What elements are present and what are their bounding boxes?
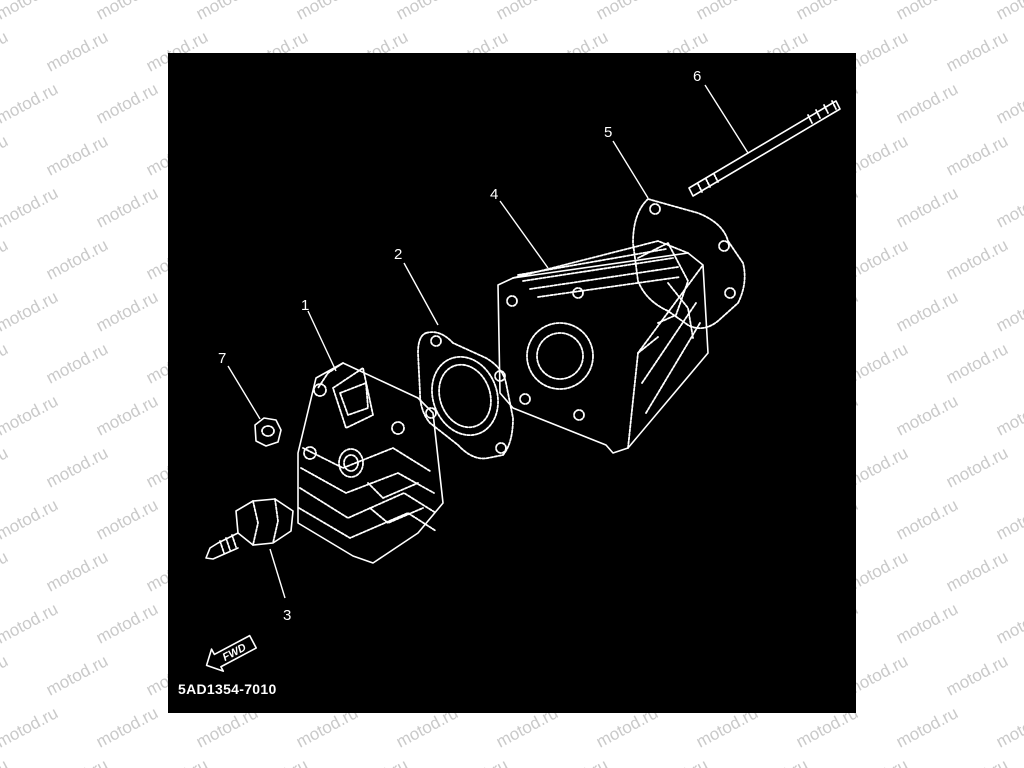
watermark-text: motod.ru <box>993 703 1024 751</box>
callout-6: 6 <box>693 68 701 85</box>
watermark-text: motod.ru <box>93 287 161 335</box>
watermark-text: motod.ru <box>93 79 161 127</box>
fwd-arrow-icon: FWD <box>205 634 258 672</box>
watermark-text: motod.ru <box>0 547 11 595</box>
watermark-text: motod.ru <box>343 755 411 768</box>
watermark-text: motod.ru <box>693 0 761 24</box>
watermark-text: motod.ru <box>543 755 611 768</box>
exploded-parts-diagram: 1 2 3 4 5 6 7 FWD <box>205 68 841 672</box>
watermark-text: motod.ru <box>43 651 111 699</box>
watermark-text: motod.ru <box>243 755 311 768</box>
watermark-text: motod.ru <box>993 599 1024 647</box>
watermark-text: motod.ru <box>793 0 861 24</box>
watermark-text: motod.ru <box>0 235 11 283</box>
watermark-text: motod.ru <box>43 443 111 491</box>
part-6-stud-bolt <box>688 100 841 197</box>
watermark-text: motod.ru <box>0 79 61 127</box>
watermark-text: motod.ru <box>443 755 511 768</box>
drawing-code-label: 5AD1354-7010 <box>178 681 277 697</box>
part-3-spark-plug <box>205 498 294 560</box>
watermark-text: motod.ru <box>43 339 111 387</box>
watermark-text: motod.ru <box>293 0 361 24</box>
watermark-text: motod.ru <box>0 339 11 387</box>
watermark-text: motod.ru <box>0 599 61 647</box>
part-2-head-gasket <box>417 331 514 460</box>
fwd-label: FWD <box>221 642 249 664</box>
watermark-text: motod.ru <box>593 0 661 24</box>
watermark-text: motod.ru <box>743 755 811 768</box>
watermark-text: motod.ru <box>43 547 111 595</box>
watermark-text: motod.ru <box>0 443 11 491</box>
watermark-text: motod.ru <box>193 0 261 24</box>
callout-7: 7 <box>218 350 226 367</box>
watermark-text: motod.ru <box>943 651 1011 699</box>
watermark-text: motod.ru <box>93 599 161 647</box>
watermark-text: motod.ru <box>993 0 1024 24</box>
watermark-text: motod.ru <box>93 703 161 751</box>
watermark-text: motod.ru <box>0 0 61 24</box>
watermark-text: motod.ru <box>93 391 161 439</box>
watermark-text: motod.ru <box>0 755 11 768</box>
callout-2: 2 <box>394 246 402 263</box>
callout-4: 4 <box>490 186 498 203</box>
part-1-cylinder-head <box>297 362 444 564</box>
callout-3: 3 <box>283 607 291 624</box>
watermark-text: motod.ru <box>43 131 111 179</box>
watermark-text: motod.ru <box>993 391 1024 439</box>
watermark-text: motod.ru <box>43 755 111 768</box>
watermark-text: motod.ru <box>993 183 1024 231</box>
watermark-text: motod.ru <box>0 495 61 543</box>
part-5-base-gasket <box>632 198 746 330</box>
watermark-text: motod.ru <box>643 755 711 768</box>
watermark-text: motod.ru <box>0 651 11 699</box>
watermark-text: motod.ru <box>493 0 561 24</box>
watermark-text: motod.ru <box>0 27 11 75</box>
watermark-text: motod.ru <box>943 131 1011 179</box>
watermark-text: motod.ru <box>893 183 961 231</box>
watermark-text: motod.ru <box>993 495 1024 543</box>
watermark-text: motod.ru <box>943 547 1011 595</box>
watermark-text: motod.ru <box>93 495 161 543</box>
watermark-text: motod.ru <box>93 183 161 231</box>
watermark-text: motod.ru <box>43 235 111 283</box>
watermark-text: motod.ru <box>393 0 461 24</box>
watermark-text: motod.ru <box>943 235 1011 283</box>
callout-5: 5 <box>604 124 612 141</box>
watermark-text: motod.ru <box>843 755 911 768</box>
leader-lines <box>227 84 749 599</box>
watermark-text: motod.ru <box>893 599 961 647</box>
callout-1: 1 <box>301 297 309 314</box>
callout-numbers: 1 2 3 4 5 6 7 <box>218 68 701 624</box>
watermark-text: motod.ru <box>893 0 961 24</box>
watermark-text: motod.ru <box>993 287 1024 335</box>
watermark-text: motod.ru <box>43 27 111 75</box>
watermark-text: motod.ru <box>0 183 61 231</box>
part-7-nut <box>254 417 282 447</box>
watermark-text: motod.ru <box>0 131 11 179</box>
watermark-text: motod.ru <box>0 391 61 439</box>
watermark-text: motod.ru <box>0 287 61 335</box>
watermark-text: motod.ru <box>943 755 1011 768</box>
watermark-text: motod.ru <box>0 703 61 751</box>
watermark-text: motod.ru <box>893 495 961 543</box>
watermark-text: motod.ru <box>893 391 961 439</box>
watermark-text: motod.ru <box>943 339 1011 387</box>
watermark-text: motod.ru <box>943 27 1011 75</box>
watermark-text: motod.ru <box>143 755 211 768</box>
watermark-text: motod.ru <box>93 0 161 24</box>
diagram-panel: 1 2 3 4 5 6 7 FWD 5AD1354-7010 <box>168 53 856 713</box>
watermark-text: motod.ru <box>993 79 1024 127</box>
watermark-text: motod.ru <box>893 287 961 335</box>
part-4-cylinder <box>497 240 709 454</box>
watermark-text: motod.ru <box>893 703 961 751</box>
watermark-text: motod.ru <box>893 79 961 127</box>
watermark-text: motod.ru <box>943 443 1011 491</box>
